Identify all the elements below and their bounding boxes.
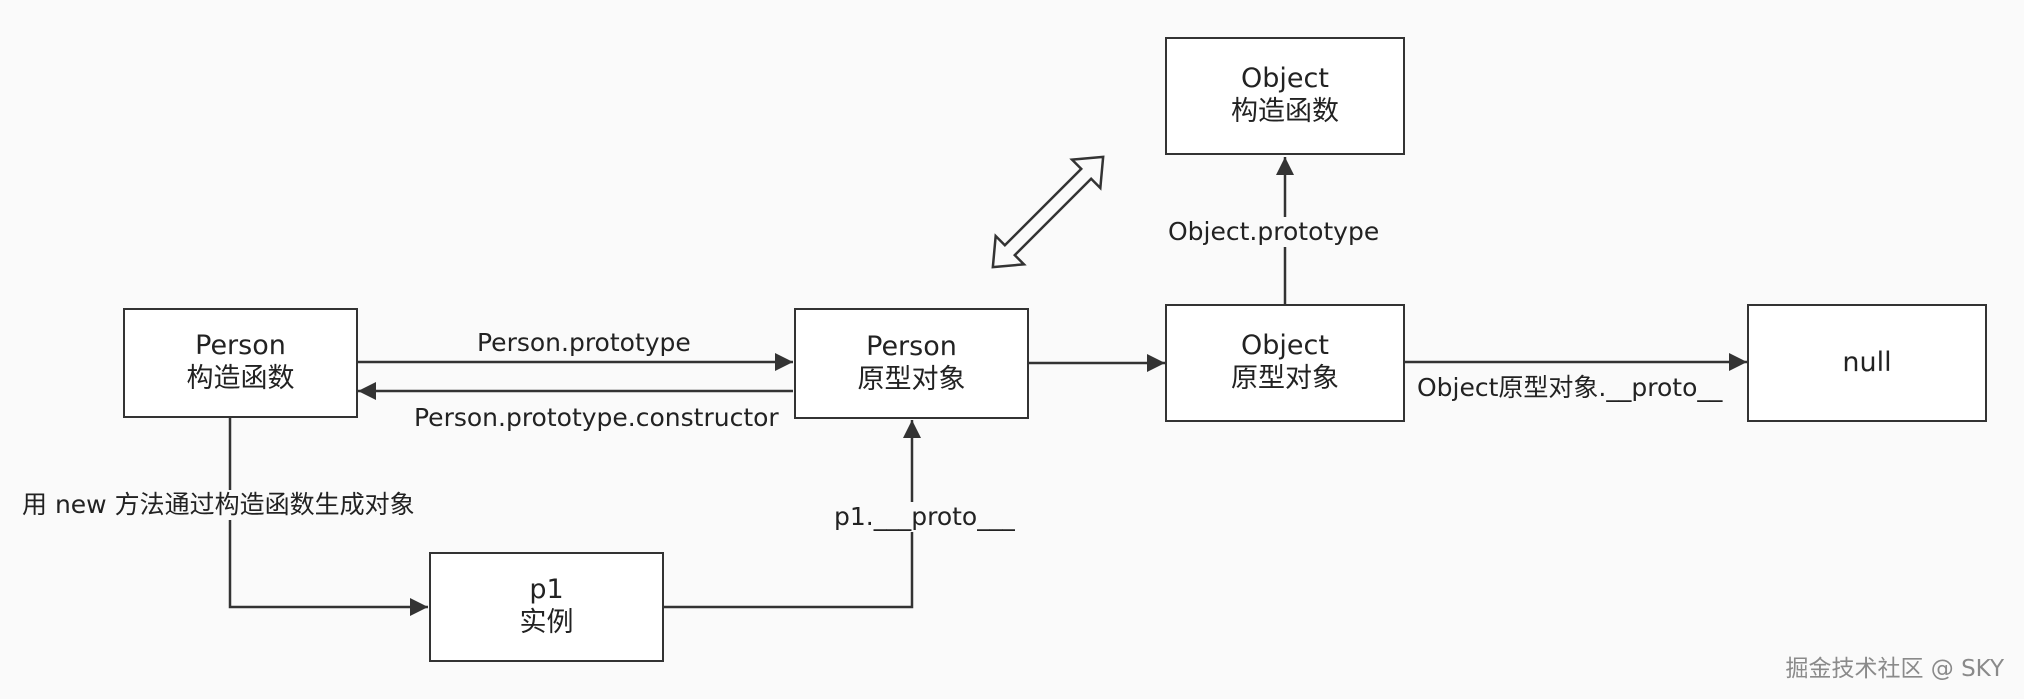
arrow-new-instance (228, 418, 428, 616)
object-constructor-node: Object 构造函数 (1165, 37, 1405, 155)
person-constructor-desc: 构造函数 (186, 363, 295, 394)
watermark: 掘金技术社区 @ SKY (1785, 656, 2004, 682)
object-prototype-node: Object 原型对象 (1165, 304, 1405, 422)
p1-instance-node: p1 实例 (429, 552, 664, 662)
p1-instance-desc: 实例 (519, 607, 574, 638)
edge-label-prototype: Person.prototype (477, 328, 691, 358)
edge-label-p1-proto: p1.___proto___ (834, 502, 1015, 532)
object-prototype-desc: 原型对象 (1231, 363, 1339, 394)
double-arrow-icon (991, 155, 1105, 269)
person-prototype-name: Person (866, 330, 957, 362)
edge-label-object-proto-proto: Object原型对象.__proto__ (1417, 373, 1723, 403)
edge-label-constructor: Person.prototype.constructor (414, 403, 779, 433)
null-node-label: null (1842, 346, 1892, 378)
object-constructor-name: Object (1241, 63, 1329, 95)
null-node: null (1747, 304, 1987, 422)
edge-label-object-prototype: Object.prototype (1168, 217, 1380, 247)
object-prototype-name: Object (1241, 330, 1329, 362)
arrow-p1-proto (664, 420, 921, 609)
person-constructor-node: Person 构造函数 (123, 308, 358, 418)
person-prototype-desc: 原型对象 (857, 363, 966, 395)
object-constructor-desc: 构造函数 (1231, 96, 1339, 127)
person-constructor-name: Person (195, 330, 286, 362)
person-prototype-node: Person 原型对象 (794, 308, 1029, 419)
edge-label-new-instance: 用 new 方法通过构造函数生成对象 (22, 490, 415, 520)
p1-instance-name: p1 (529, 574, 564, 606)
